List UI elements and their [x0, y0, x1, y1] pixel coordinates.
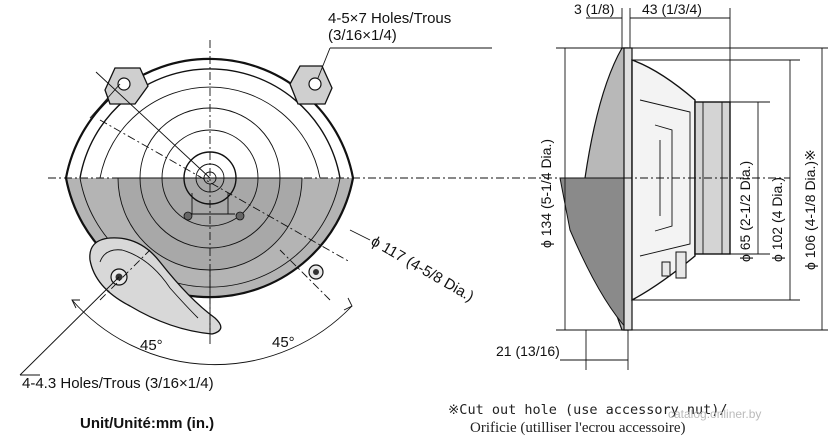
- diameter-102-label: ϕ 102 (4 Dia.): [769, 177, 785, 262]
- side-basket: [631, 59, 696, 302]
- angle-right-label: 45°: [272, 334, 295, 351]
- small-holes-label: 4-4.3 Holes/Trous (3/16×1/4): [22, 375, 214, 392]
- depth-label: 43 (1/3/4): [642, 1, 702, 17]
- cutout-note-line1: ※Cut out hole (use accessory nut)/: [448, 402, 728, 418]
- outer-diameter-label: ϕ 117 (4-5/8 Dia.): [368, 233, 477, 306]
- grille-depth-label: 21 (13/16): [496, 343, 560, 359]
- mount-holes-label-line2: (3/16×1/4): [328, 27, 397, 44]
- cutout-note-line2: Orificie (utilliser l'ecrou accessoire): [470, 420, 686, 436]
- diameter-65-label: ϕ 65 (2-1/2 Dia.): [737, 161, 753, 262]
- angle-left-label: 45°: [140, 337, 163, 354]
- front-outer-rim: [64, 57, 355, 179]
- mount-holes-label-line1: 4-5×7 Holes/Trous: [328, 10, 451, 27]
- front-grille-lobe: [89, 237, 222, 335]
- side-flange: [623, 47, 633, 331]
- front-view: [19, 40, 560, 376]
- diameter-106-label: ϕ 106 (4-1/8 Dia.)※: [802, 149, 818, 270]
- side-view: [556, 8, 828, 370]
- mount-ear-left: [104, 67, 149, 105]
- flange-thickness-label: 3 (1/8): [574, 1, 614, 17]
- watermark: catalog.onliner.by: [668, 407, 761, 421]
- unit-label: Unit/Unité:mm (in.): [80, 415, 214, 432]
- mount-ear-right: [289, 65, 333, 105]
- diameter-134-label: ϕ 134 (5-1/4 Dia.): [538, 139, 554, 248]
